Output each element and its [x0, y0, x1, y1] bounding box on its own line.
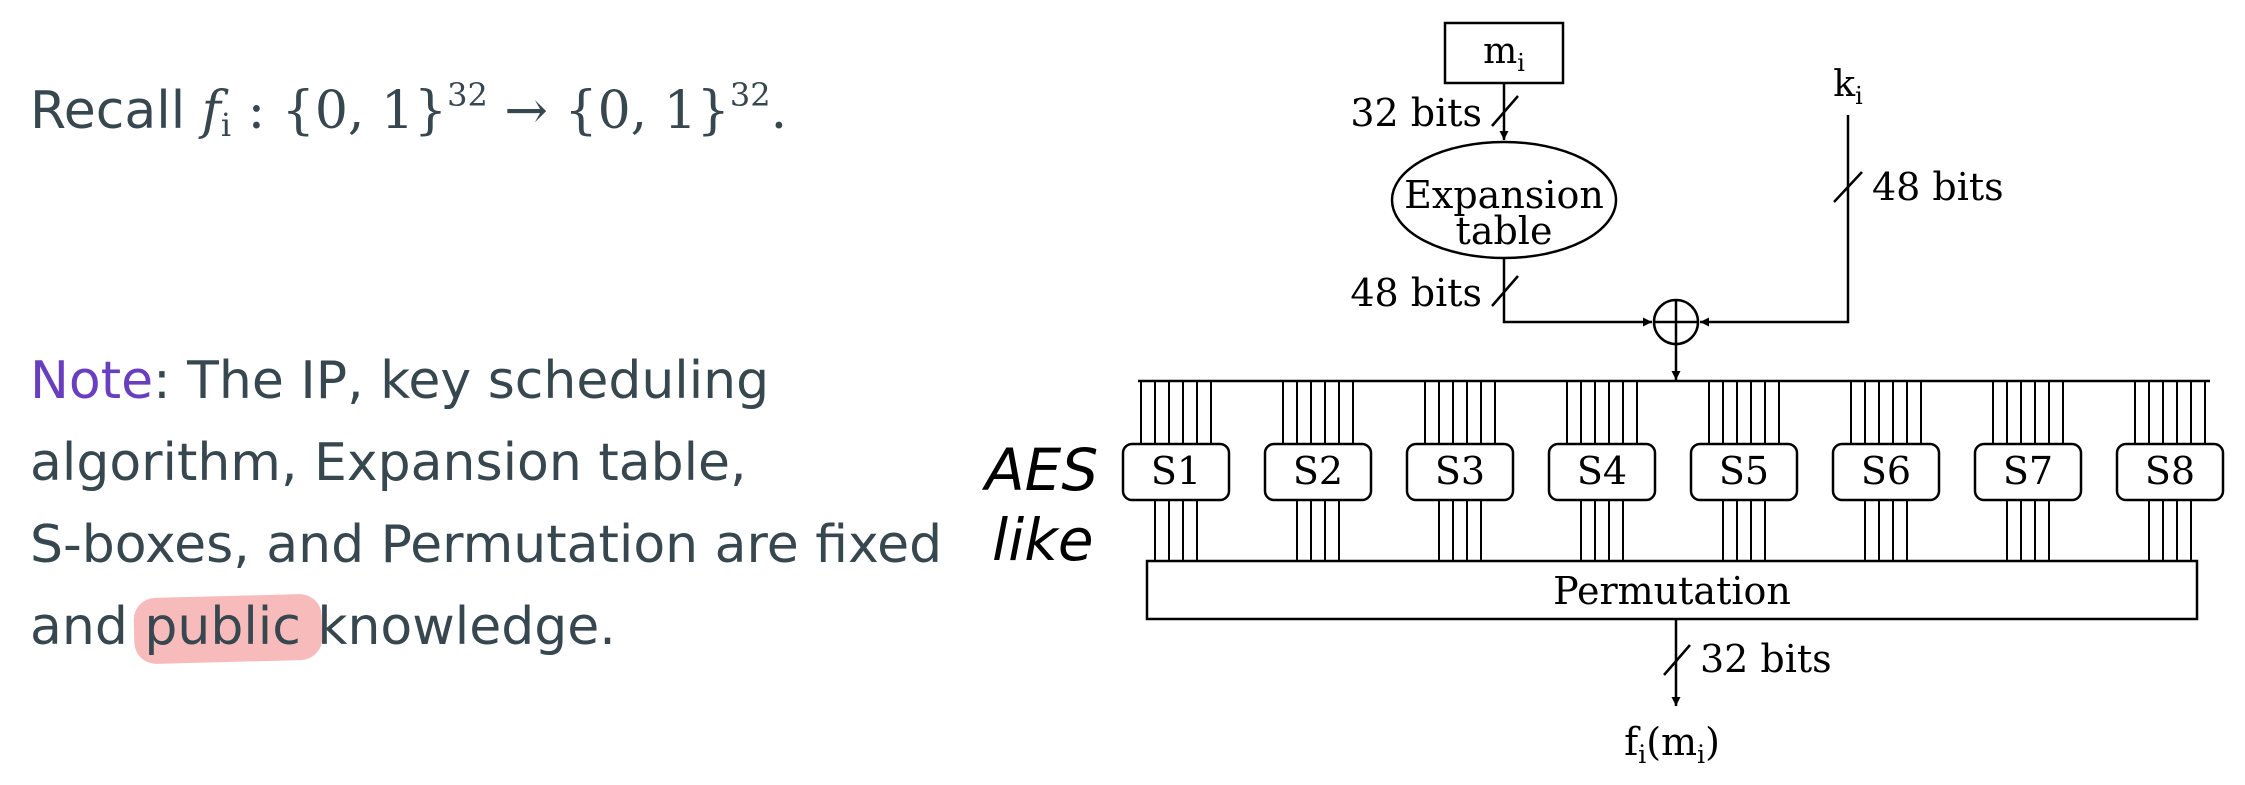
note-label: Note: [30, 351, 154, 411]
sbox-label: S3: [1435, 449, 1485, 493]
bus-slash-icon: [1491, 95, 1519, 127]
sbox-4: S4: [1547, 381, 1657, 561]
bus-slash-icon: [1663, 644, 1691, 676]
highlighted-word: public: [144, 586, 300, 668]
sbox-label: S7: [2003, 449, 2053, 493]
sbox-label: S2: [1293, 449, 1343, 493]
sbox-label: S5: [1719, 449, 1769, 493]
handwritten-like-label: like: [992, 506, 1094, 574]
note-line-3: S-boxes, and Permutation are fixed: [30, 515, 943, 575]
label-32-bits-top: 32 bits: [1350, 91, 1482, 135]
sbox-rect: [1547, 442, 1657, 502]
sbox-row: S1 S2 S3 S4 S5 S6 S7 S8: [1121, 381, 2225, 561]
expansion-label-line1: Expansion: [1404, 173, 1604, 217]
sbox-7: S7: [1973, 381, 2083, 561]
label-48-bits-left: 48 bits: [1350, 271, 1482, 315]
sbox-rect: [1831, 442, 1941, 502]
sbox-rect: [2115, 442, 2225, 502]
sbox-rect: [1121, 442, 1231, 502]
recall-prefix: Recall: [30, 81, 202, 141]
sbox-rect: [1973, 442, 2083, 502]
bus-slash-icon: [1833, 171, 1863, 203]
permutation-box: [1145, 559, 2199, 621]
note-block: Note: The IP, key scheduling algorithm, …: [30, 340, 942, 668]
sbox-label: S8: [2145, 449, 2195, 493]
sbox-1: S1: [1121, 381, 1231, 561]
sbox-label: S6: [1861, 449, 1911, 493]
sbox-6: S6: [1831, 381, 1941, 561]
sbox-label: S4: [1577, 449, 1627, 493]
note-line-4: and public knowledge.: [30, 586, 942, 668]
label-48-bits-right: 48 bits: [1872, 165, 2004, 209]
note-line-2: algorithm, Expansion table,: [30, 433, 747, 493]
sbox-rect: [1263, 442, 1373, 502]
sbox-5: S5: [1689, 381, 1799, 561]
key-to-xor-arrow: [1700, 115, 1850, 327]
m-input-label: mi: [1483, 31, 1525, 77]
sbox-rect: [1689, 442, 1799, 502]
expansion-to-xor-arrow: [1502, 258, 1652, 327]
recall-formula: fi : {0, 1}32 → {0, 1}32.: [201, 76, 788, 144]
sbox-3: S3: [1405, 381, 1515, 561]
k-input-label: ki: [1833, 64, 1863, 110]
sbox-label: S1: [1151, 449, 1201, 493]
expansion-label-line2: table: [1456, 209, 1553, 253]
label-32-bits-bottom: 32 bits: [1700, 637, 1832, 681]
sbox-2: S2: [1263, 381, 1373, 561]
output-label: fi(mi): [1624, 720, 1720, 769]
handwritten-aes-label: AES: [981, 436, 1098, 504]
sbox-rect: [1405, 442, 1515, 502]
note-line-1: Note: The IP, key scheduling: [30, 351, 770, 411]
sbox-8: S8: [2115, 381, 2225, 561]
permutation-label: Permutation: [1553, 569, 1791, 613]
recall-statement: Recall fi : {0, 1}32 → {0, 1}32.: [30, 70, 787, 152]
xor-icon: [1652, 298, 1700, 346]
bus-slash-icon: [1491, 275, 1519, 307]
